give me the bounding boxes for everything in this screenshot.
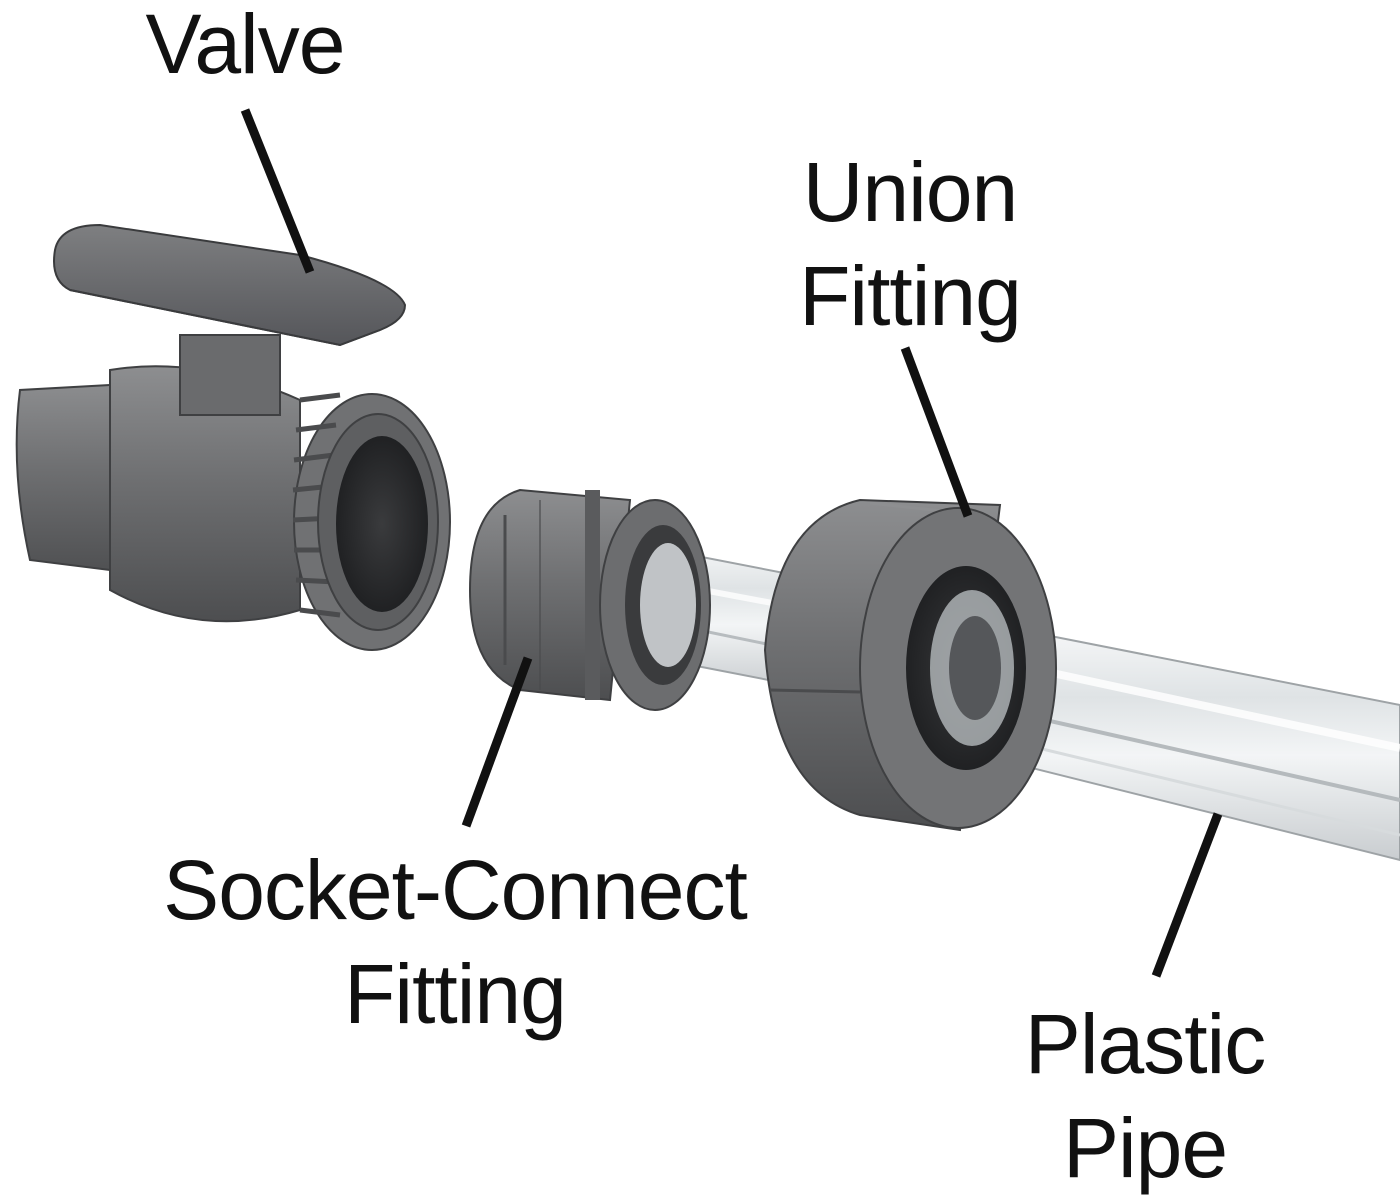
plastic-pipe-label-line2: Pipe xyxy=(1062,1101,1228,1195)
pipe-leader-line xyxy=(1151,812,1223,978)
union-fitting-label-line1: Union xyxy=(802,145,1018,239)
union-fitting xyxy=(763,498,1057,832)
leader-lines xyxy=(240,108,1223,978)
socket-leader-line xyxy=(461,656,533,828)
ball-valve xyxy=(15,223,451,651)
union-fitting-label-line2: Fitting xyxy=(799,249,1022,343)
socket-connect-fitting-label-line1: Socket-Connect xyxy=(163,843,748,937)
socket-connect-fitting xyxy=(468,488,711,711)
valve-label-line1: Valve xyxy=(145,0,346,91)
plastic-pipe-label: Plastic Pipe xyxy=(960,992,1330,1200)
valve-leader-line xyxy=(240,108,315,274)
valve-label: Valve xyxy=(110,0,380,96)
union-fitting-label: Union Fitting xyxy=(730,140,1090,348)
socket-connect-fitting-label-line2: Fitting xyxy=(344,947,567,1041)
socket-connect-fitting-label: Socket-Connect Fitting xyxy=(40,838,870,1046)
plastic-pipe-label-line1: Plastic xyxy=(1024,997,1266,1091)
union-leader-line xyxy=(900,346,973,518)
